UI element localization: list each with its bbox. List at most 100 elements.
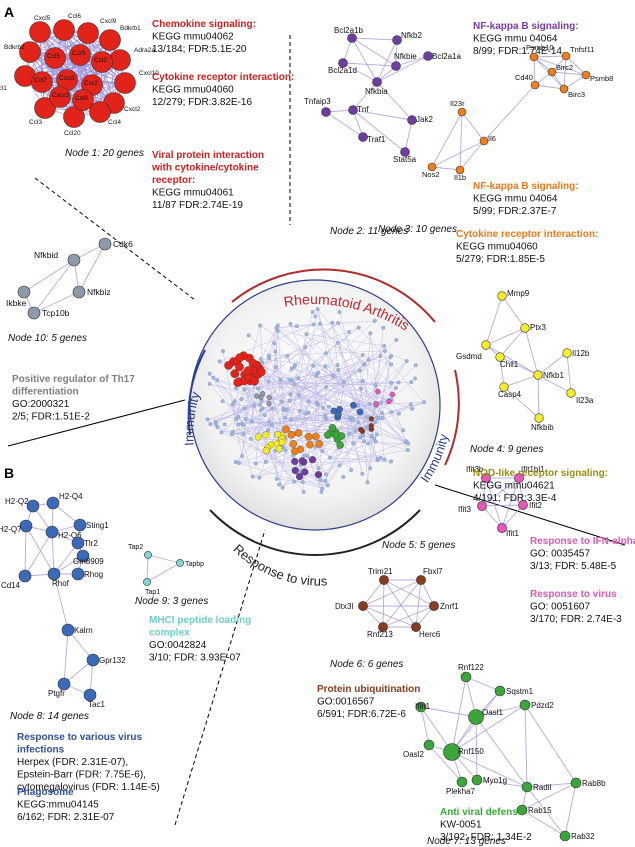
gene-node-znrf1[interactable] <box>429 601 439 611</box>
gene-node-h2-q7[interactable] <box>19 519 33 533</box>
gene-node-gpr132[interactable] <box>86 653 100 667</box>
gene-node-cdk6[interactable] <box>98 237 112 251</box>
gene-node-rnf150[interactable] <box>443 743 461 761</box>
gene-node-sting1[interactable] <box>73 518 87 532</box>
gene-node-tapbp[interactable] <box>176 559 184 567</box>
gene-node-cxcl9[interactable] <box>77 22 99 44</box>
gene-node-rab15[interactable] <box>516 804 528 816</box>
gene-node-rab8b[interactable] <box>570 777 582 789</box>
gene-node-ifih1[interactable] <box>415 701 427 713</box>
gene-node-il1b[interactable] <box>455 165 465 175</box>
gene-node-h2-q6[interactable] <box>45 525 59 539</box>
gene-node-rnf122[interactable] <box>460 671 472 683</box>
gene-node-nfkb1[interactable] <box>533 370 543 380</box>
gene-node-radil[interactable] <box>521 781 533 793</box>
gene-node-nos2[interactable] <box>427 162 437 172</box>
gene-node-ccl5[interactable] <box>44 47 66 69</box>
gene-node-cxcr3[interactable] <box>49 86 71 108</box>
gene-node-casp4[interactable] <box>499 382 509 392</box>
gene-node-bcl2a1d[interactable] <box>338 58 348 68</box>
gene-node-ifit1bl1[interactable] <box>514 473 524 483</box>
gene-node-oasl2[interactable] <box>423 739 435 751</box>
gene-node-stat5a[interactable] <box>400 147 410 157</box>
gene-node-nfkbiz[interactable] <box>72 285 86 299</box>
gene-node-h2-q4[interactable] <box>46 496 60 510</box>
gene-node-il6[interactable] <box>479 136 489 146</box>
gene-node-ikbke[interactable] <box>17 285 31 299</box>
gene-node-ifit3b[interactable] <box>481 473 491 483</box>
gene-node-ccl2[interactable] <box>91 51 113 73</box>
gene-node-tnfsf11[interactable] <box>561 51 571 61</box>
hairball-cluster-node <box>304 432 313 441</box>
gene-node-chil1[interactable] <box>495 352 505 362</box>
gene-node-cxcl10[interactable] <box>114 72 136 94</box>
gene-node-ptgfr[interactable] <box>57 677 71 691</box>
gene-node-gm8909[interactable] <box>76 549 90 563</box>
gene-node-ccl7[interactable] <box>31 71 53 93</box>
gene-node-trim21[interactable] <box>379 575 389 585</box>
gene-node-birc3[interactable] <box>559 84 569 94</box>
gene-node-nfkb2[interactable] <box>392 35 402 45</box>
gene-node-ccl9[interactable] <box>72 89 94 111</box>
gene-node-nfkbib[interactable] <box>534 413 544 423</box>
gene-node-cd14[interactable] <box>18 569 32 583</box>
gene-node-ifit2[interactable] <box>518 500 528 510</box>
gene-node-h2-q2[interactable] <box>26 499 40 513</box>
gene-node-rhof[interactable] <box>47 567 61 581</box>
gene-node-ccl3[interactable] <box>34 97 56 119</box>
gene-node-tap2[interactable] <box>144 551 152 559</box>
gene-node-birc2[interactable] <box>547 67 557 77</box>
gene-node-psmb10[interactable] <box>529 52 539 62</box>
gene-node-il12b[interactable] <box>562 348 572 358</box>
gene-node-psmb8[interactable] <box>581 70 591 80</box>
gene-node-ptx3[interactable] <box>520 323 530 333</box>
gene-node-ifit1[interactable] <box>497 523 507 533</box>
annotation-node-8-1: Response to various virusinfectionsHerpe… <box>17 732 160 793</box>
gene-node-il23r[interactable] <box>457 107 467 117</box>
gene-node-dtx3l[interactable] <box>358 601 368 611</box>
gene-node-bdkrb2[interactable] <box>19 41 41 63</box>
gene-label: Cxcl9 <box>100 18 117 25</box>
gene-node-nfkbie[interactable] <box>391 61 401 71</box>
gene-node-sqstm1[interactable] <box>494 685 506 697</box>
gene-node-cd40[interactable] <box>530 80 540 90</box>
gene-node-jak2[interactable] <box>407 115 417 125</box>
network-edge <box>501 504 524 529</box>
gene-node-ccl6[interactable] <box>53 19 75 41</box>
gene-node-tnfaip3[interactable] <box>321 107 331 117</box>
gene-node-ccl4[interactable] <box>89 101 111 123</box>
gene-node-ifit3[interactable] <box>477 501 487 511</box>
gene-node-tac1[interactable] <box>83 688 97 702</box>
gene-node-tnf[interactable] <box>348 105 358 115</box>
network-edge <box>566 352 572 394</box>
gene-node-mmp9[interactable] <box>497 291 507 301</box>
gene-node-kalrn[interactable] <box>61 623 75 637</box>
gene-node-ccr5[interactable] <box>69 44 91 66</box>
gene-node-bdkrb1[interactable] <box>99 29 121 51</box>
gene-label: H2-Q6 <box>58 531 82 540</box>
gene-node-nfkbia[interactable] <box>372 77 382 87</box>
gene-node-myo1g[interactable] <box>471 774 483 786</box>
annotation-term: NF-kappa B signaling: <box>473 21 579 32</box>
gene-node-adra2a[interactable] <box>109 49 131 71</box>
hairball-node <box>325 483 330 488</box>
gene-node-oasl1[interactable] <box>468 709 484 725</box>
gene-node-pdzd2[interactable] <box>519 699 531 711</box>
gene-node-cxcl5[interactable] <box>29 21 51 43</box>
gene-node-rab32[interactable] <box>559 830 571 842</box>
gene-node-fbxl7[interactable] <box>416 575 426 585</box>
gene-node-gsdmd[interactable] <box>481 340 491 350</box>
gene-node-bcl2a1b[interactable] <box>347 33 357 43</box>
gene-node-rhog[interactable] <box>71 567 85 581</box>
gene-node-tlr2[interactable] <box>71 536 85 550</box>
gene-node-ccl20[interactable] <box>63 106 85 128</box>
gene-node-il23a[interactable] <box>566 388 576 398</box>
gene-node-bcl2a1a[interactable] <box>423 51 433 61</box>
gene-node-nfkbid[interactable] <box>67 253 81 267</box>
gene-node-herc6[interactable] <box>411 622 421 632</box>
gene-node-tcp10b[interactable] <box>27 306 41 320</box>
gene-node-plekha7[interactable] <box>456 776 468 788</box>
gene-node-tap1[interactable] <box>143 578 151 586</box>
gene-node-traf1[interactable] <box>358 132 368 142</box>
gene-node-rnf213[interactable] <box>378 622 388 632</box>
